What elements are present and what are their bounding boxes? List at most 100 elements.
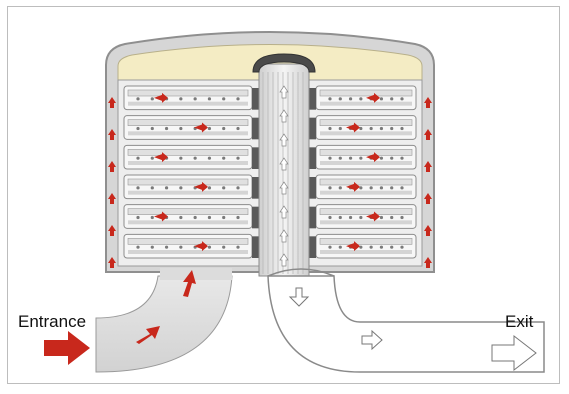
module-pore	[222, 215, 226, 220]
core-flow-arrow	[279, 157, 289, 171]
module-pore	[328, 186, 332, 190]
filter-module	[123, 85, 253, 111]
module-base	[128, 220, 248, 225]
module-pore	[179, 215, 183, 220]
module-pore	[400, 126, 404, 131]
module-pore	[348, 156, 353, 160]
module-pore	[207, 156, 212, 160]
module-seal	[252, 236, 259, 258]
module-pore	[328, 245, 332, 249]
wall-flow-arrow	[108, 97, 116, 108]
inlet-pipe	[95, 275, 233, 373]
module-pore	[369, 186, 373, 190]
entrance-label: Entrance	[18, 312, 87, 331]
filter-module	[123, 144, 253, 170]
module-plate	[319, 119, 413, 126]
module-pore	[222, 245, 226, 249]
module-pore	[400, 97, 404, 101]
module-pore	[359, 186, 363, 190]
inlet-arrow-large	[44, 331, 90, 365]
module-base	[320, 250, 412, 254]
module-pore	[400, 186, 404, 190]
filter-module	[123, 115, 253, 140]
module-pore	[150, 245, 154, 249]
wall-flow-arrow	[424, 129, 432, 140]
module-plate	[127, 149, 249, 156]
module-pore	[379, 215, 384, 220]
wall-flow-arrow	[108, 225, 116, 236]
module-seal	[309, 147, 316, 169]
module-pore	[207, 126, 212, 131]
inlet-pipe-fill	[160, 268, 232, 280]
module-pore	[150, 97, 154, 101]
core-flow-arrow	[279, 205, 289, 219]
module-flow-arrow	[366, 92, 380, 103]
module-pore	[338, 97, 342, 101]
core-cap	[252, 53, 316, 73]
inlet-arrow-up	[183, 270, 196, 297]
module-flow-arrow	[154, 152, 168, 163]
module-plate	[319, 89, 413, 97]
module-pore	[136, 215, 140, 220]
module-pore	[390, 215, 394, 220]
module-pore	[359, 245, 363, 249]
module-pore	[136, 156, 140, 160]
module-plate	[127, 89, 249, 97]
module-flow-arrow	[346, 122, 360, 133]
module-pore	[136, 245, 140, 249]
module-base	[128, 190, 248, 195]
module-pore	[328, 215, 332, 220]
core-flow-arrow	[279, 181, 289, 195]
module-pore	[150, 215, 154, 220]
module-base	[128, 161, 248, 165]
filter-modules	[123, 85, 417, 259]
module-plate	[319, 238, 413, 245]
module-pore	[379, 126, 384, 131]
module-base	[320, 220, 412, 225]
inlet-arrow-pipe	[136, 326, 160, 344]
module-pore	[207, 186, 212, 190]
module-pore	[207, 97, 212, 101]
module-pore	[359, 97, 363, 101]
module-pore	[236, 245, 240, 249]
module-pore	[390, 156, 394, 160]
module-pore	[236, 156, 240, 160]
module-pore	[150, 126, 154, 131]
module-pore	[348, 97, 353, 101]
module-pore	[150, 186, 154, 190]
core-hatching	[262, 72, 304, 274]
core-flow-arrow	[279, 229, 289, 243]
module-pore	[236, 97, 240, 101]
module-flow-arrow	[194, 241, 208, 252]
module-base	[128, 101, 248, 106]
module-seal	[309, 88, 316, 110]
module-pore	[150, 156, 154, 160]
wall-flow-arrow	[108, 193, 116, 204]
module-pore	[179, 156, 183, 160]
module-pore	[338, 156, 342, 160]
outlet-arrow-mid	[361, 329, 383, 351]
module-pore	[179, 186, 183, 190]
module-flow-arrow	[366, 152, 380, 163]
module-plate	[319, 149, 413, 156]
module-pore	[222, 186, 226, 190]
module-pore	[400, 156, 404, 160]
module-seal	[252, 177, 259, 199]
module-seal	[252, 147, 259, 169]
module-pore	[390, 245, 394, 249]
wall-flow-arrow	[108, 257, 116, 268]
module-plate	[127, 238, 249, 245]
module-pore	[222, 97, 226, 101]
outlet-arrow-core	[288, 287, 310, 307]
module-pore	[390, 97, 394, 101]
module-pore	[379, 245, 384, 249]
module-pore	[179, 97, 183, 101]
module-pore	[236, 215, 240, 220]
module-pore	[236, 126, 240, 131]
module-pore	[179, 126, 183, 131]
module-pore	[179, 245, 183, 249]
filter-module	[123, 204, 253, 229]
module-pore	[369, 126, 373, 131]
module-pore	[400, 215, 404, 220]
